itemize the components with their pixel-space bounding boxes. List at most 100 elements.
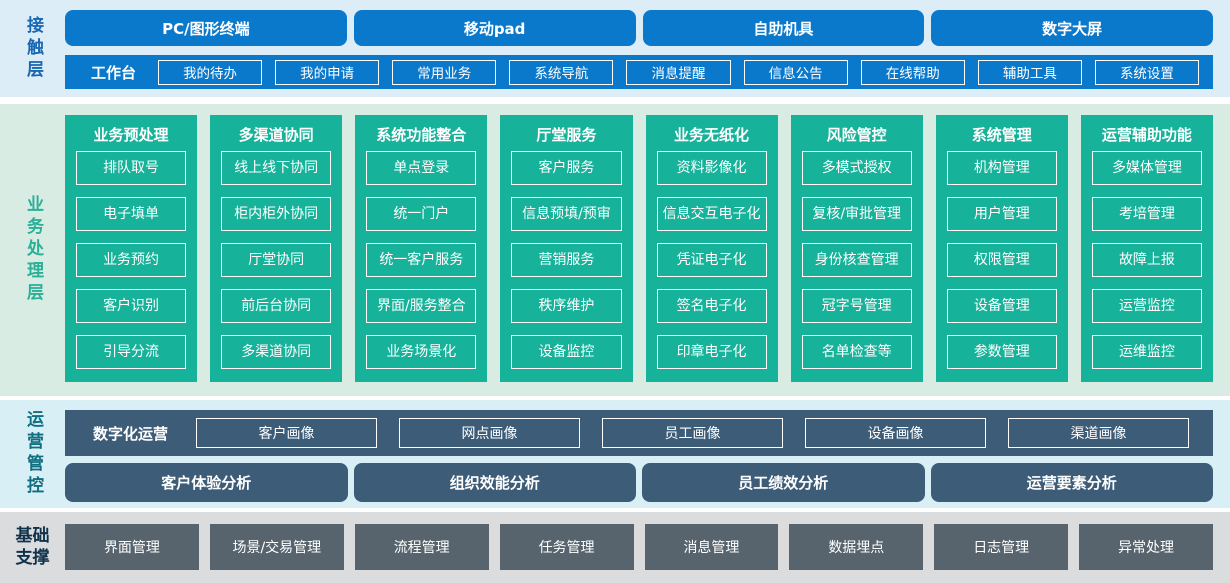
foundation-item: 任务管理 [499, 524, 634, 570]
foundation-item: 场景/交易管理 [209, 524, 344, 570]
business-column-items: 排队取号 电子填单 业务预约 客户识别 引导分流 [76, 151, 187, 369]
terminal-button: 移动pad [353, 10, 636, 46]
analysis-item: 组织效能分析 [353, 463, 636, 502]
business-item: 设备监控 [511, 335, 622, 369]
business-item: 冠字号管理 [801, 289, 912, 323]
business-item: 故障上报 [1091, 243, 1202, 277]
business-item: 多渠道协同 [221, 335, 332, 369]
portrait-item: 员工画像 [602, 418, 784, 448]
business-item: 秩序维护 [511, 289, 622, 323]
terminal-button: 数字大屏 [931, 10, 1213, 46]
business-item: 考培管理 [1091, 197, 1202, 231]
foundation-item: 日志管理 [934, 524, 1069, 570]
contact-layer-label: 接触层 [0, 0, 65, 97]
business-item: 签名电子化 [656, 289, 767, 323]
contact-layer-label-text: 接触层 [23, 15, 43, 82]
foundation-layer-label-text: 基础支撑 [15, 526, 50, 568]
operations-layer-body: 数字化运营 客户画像 网点画像 员工画像 设备画像 渠道画像 [65, 400, 1230, 508]
workbench-item: 信息公告 [743, 59, 848, 85]
business-item: 运维监控 [1091, 335, 1202, 369]
business-column: 系统管理 机构管理 用户管理 权限管理 设备管理 参数管理 [935, 115, 1068, 382]
terminal-button: 自助机具 [642, 10, 925, 46]
business-column-items: 客户服务 信息预填/预审 营销服务 秩序维护 设备监控 [511, 151, 622, 369]
business-layer-label: 业务处理层 [0, 104, 65, 396]
portrait-item: 渠道画像 [1008, 418, 1190, 448]
business-item: 客户识别 [76, 289, 187, 323]
foundation-layer-body: 界面管理 场景/交易管理 流程管理 任务管理 消息管理 数据埋点 日志管理 异常… [65, 512, 1230, 583]
business-column-items: 线上线下协同 柜内柜外协同 厅堂协同 前后台协同 多渠道协同 [221, 151, 332, 369]
business-column-items: 单点登录 统一门户 统一客户服务 界面/服务整合 业务场景化 [366, 151, 477, 369]
business-item: 引导分流 [76, 335, 187, 369]
business-item: 权限管理 [946, 243, 1057, 277]
terminal-button: PC/图形终端 [65, 10, 347, 46]
business-column-header: 多渠道协同 [238, 126, 314, 144]
analysis-row: 客户体验分析 组织效能分析 员工绩效分析 运营要素分析 [65, 463, 1213, 502]
foundation-layer: 基础支撑 界面管理 场景/交易管理 流程管理 任务管理 消息管理 数据埋点 日志… [0, 512, 1230, 583]
business-column-header: 业务无纸化 [674, 126, 750, 144]
business-column: 业务无纸化 资料影像化 信息交互电子化 凭证电子化 签名电子化 印章电子化 [645, 115, 778, 382]
operations-layer-label-text: 运营管控 [23, 410, 43, 498]
business-column-header: 运营辅助功能 [1101, 126, 1192, 144]
business-item: 单点登录 [366, 151, 477, 185]
business-item: 设备管理 [946, 289, 1057, 323]
business-column-header: 厅堂服务 [536, 126, 597, 144]
business-item: 名单检查等 [801, 335, 912, 369]
business-item: 用户管理 [946, 197, 1057, 231]
business-item: 身份核查管理 [801, 243, 912, 277]
business-item: 资料影像化 [656, 151, 767, 185]
business-item: 柜内柜外协同 [221, 197, 332, 231]
operations-layer: 运营管控 数字化运营 客户画像 网点画像 员工画像 设备画像 渠道画像 [0, 400, 1230, 508]
business-item: 界面/服务整合 [366, 289, 477, 323]
workbench-item: 系统导航 [509, 59, 614, 85]
business-item: 参数管理 [946, 335, 1057, 369]
contact-layer: 接触层 PC/图形终端 移动pad 自助机具 数字大屏 工作台 我的待 [0, 0, 1230, 97]
analysis-item: 运营要素分析 [930, 463, 1213, 502]
business-item: 印章电子化 [656, 335, 767, 369]
business-item: 凭证电子化 [656, 243, 767, 277]
workbench-item: 辅助工具 [977, 59, 1082, 85]
business-layer: 业务处理层 业务预处理 排队取号 电子填单 业务预约 客户 [0, 104, 1230, 396]
business-item: 厅堂协同 [221, 243, 332, 277]
business-item: 统一客户服务 [366, 243, 477, 277]
business-item: 信息交互电子化 [656, 197, 767, 231]
business-item: 机构管理 [946, 151, 1057, 185]
business-column: 厅堂服务 客户服务 信息预填/预审 营销服务 秩序维护 设备监控 [500, 115, 633, 382]
foundation-layer-label: 基础支撑 [0, 512, 65, 583]
business-item: 客户服务 [511, 151, 622, 185]
business-column-items: 机构管理 用户管理 权限管理 设备管理 参数管理 [946, 151, 1057, 369]
business-item: 业务预约 [76, 243, 187, 277]
analysis-item: 员工绩效分析 [642, 463, 925, 502]
portrait-row: 客户画像 网点画像 员工画像 设备画像 渠道画像 [196, 418, 1190, 448]
business-column: 风险管控 多模式授权 复核/审批管理 身份核查管理 冠字号管理 名单检查等 [790, 115, 923, 382]
business-column-items: 多模式授权 复核/审批管理 身份核查管理 冠字号管理 名单检查等 [801, 151, 912, 369]
business-item: 多媒体管理 [1091, 151, 1202, 185]
business-column-items: 资料影像化 信息交互电子化 凭证电子化 签名电子化 印章电子化 [656, 151, 767, 369]
portrait-item: 网点画像 [399, 418, 581, 448]
business-item: 营销服务 [511, 243, 622, 277]
business-item: 业务场景化 [366, 335, 477, 369]
business-item: 信息预填/预审 [511, 197, 622, 231]
foundation-item: 流程管理 [354, 524, 489, 570]
business-column-header: 风险管控 [826, 126, 887, 144]
workbench-item: 消息提醒 [626, 59, 731, 85]
workbench-item: 系统设置 [1094, 59, 1199, 85]
digital-operations-bar: 数字化运营 客户画像 网点画像 员工画像 设备画像 渠道画像 [65, 410, 1213, 456]
foundation-row: 界面管理 场景/交易管理 流程管理 任务管理 消息管理 数据埋点 日志管理 异常… [65, 524, 1213, 570]
business-item: 排队取号 [76, 151, 187, 185]
terminal-row: PC/图形终端 移动pad 自助机具 数字大屏 [65, 10, 1213, 46]
operations-layer-label: 运营管控 [0, 400, 65, 508]
business-column: 多渠道协同 线上线下协同 柜内柜外协同 厅堂协同 前后台协同 多渠道协同 [210, 115, 343, 382]
business-column-header: 系统管理 [971, 126, 1032, 144]
business-item: 统一门户 [366, 197, 477, 231]
foundation-item: 数据埋点 [789, 524, 924, 570]
workbench-item: 在线帮助 [860, 59, 965, 85]
business-column-header: 业务预处理 [93, 126, 169, 144]
business-item: 复核/审批管理 [801, 197, 912, 231]
digital-operations-label: 数字化运营 [93, 424, 169, 443]
foundation-item: 界面管理 [65, 524, 199, 570]
business-column-header: 系统功能整合 [376, 126, 467, 144]
business-column: 系统功能整合 单点登录 统一门户 统一客户服务 界面/服务整合 业务场景化 [355, 115, 488, 382]
business-item: 前后台协同 [221, 289, 332, 323]
workbench-item: 我的待办 [158, 59, 263, 85]
